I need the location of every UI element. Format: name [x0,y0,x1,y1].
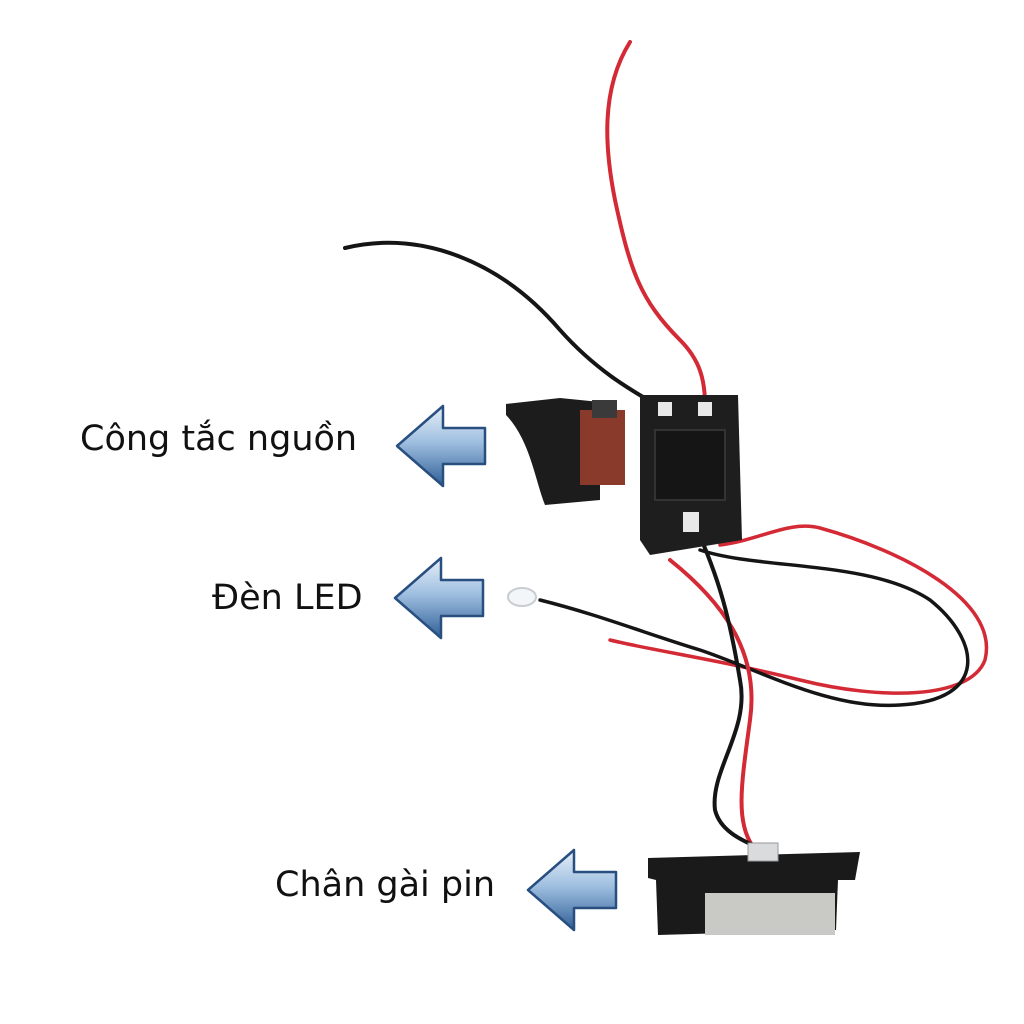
left-arrow-icon [395,404,487,488]
black-wire-loop [538,548,970,708]
power-switch-part [506,395,742,555]
black-wire-top [343,240,667,412]
led-part [507,587,537,607]
red-wire-loop [608,524,989,695]
black-wire-down [693,523,762,850]
red-wire-top [605,40,707,407]
battery-connector-part [648,842,860,935]
left-arrow-icon [526,848,618,932]
wires [343,40,989,850]
red-wire-down [668,558,754,847]
label-power-switch: Công tắc nguồn [80,419,358,459]
label-led-light: Đèn LED [212,578,363,618]
label-battery-connector: Chân gài pin [275,865,496,905]
left-arrow-icon [393,556,485,640]
